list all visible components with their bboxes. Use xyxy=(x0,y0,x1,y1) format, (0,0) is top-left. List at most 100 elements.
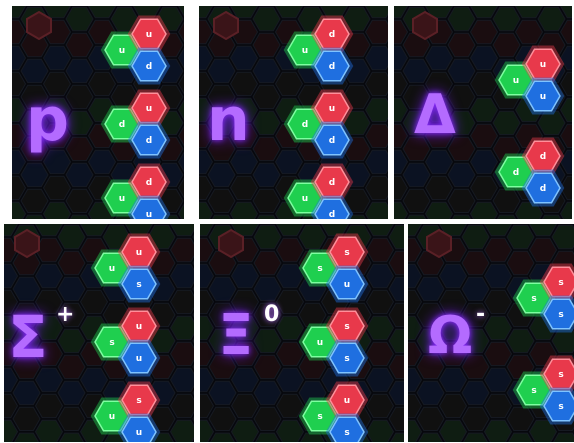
quark-hex-group: usu xyxy=(90,376,180,442)
grid-hex xyxy=(253,163,280,186)
quark-label: s xyxy=(558,310,563,320)
quark-label: u xyxy=(109,412,115,422)
hexagon-badge-icon xyxy=(424,228,454,258)
quark-hex-red: u xyxy=(524,48,562,81)
grid-hex xyxy=(232,420,259,442)
charge-superscript: 0 xyxy=(264,304,279,326)
quark-hex-blue: s xyxy=(120,268,158,301)
quark-hex-blue: u xyxy=(120,416,158,443)
quark-hex-blue: u xyxy=(120,342,158,375)
grid-hex xyxy=(209,433,236,442)
grid-hex xyxy=(440,420,467,442)
quark-hex-group: udd xyxy=(283,10,373,90)
quark-hex-red: s xyxy=(120,384,158,417)
grid-hex xyxy=(253,215,280,219)
grid-hex xyxy=(426,150,453,173)
grid-hex xyxy=(440,394,467,417)
grid-hex xyxy=(485,342,512,365)
grid-hex xyxy=(426,176,453,199)
panel-sigma-plus: Σ + uus suu usu xyxy=(4,224,194,442)
grid-hex xyxy=(208,59,235,82)
grid-hex xyxy=(538,7,565,30)
quark-hex-group: udd xyxy=(283,158,373,219)
quark-hex-blue: s xyxy=(542,390,574,423)
quark-label: d xyxy=(119,120,125,130)
quark-label: d xyxy=(146,178,152,188)
grid-hex xyxy=(66,215,93,219)
quark-hex-red: s xyxy=(328,310,366,343)
quark-label: d xyxy=(540,184,546,194)
quark-label: u xyxy=(136,354,142,364)
grid-hex xyxy=(66,85,93,108)
particle-symbol: p xyxy=(26,90,69,150)
quark-hex-group: uus xyxy=(90,228,180,308)
quark-hex-red: u xyxy=(120,310,158,343)
grid-hex xyxy=(426,46,453,69)
quark-label: s xyxy=(109,338,114,348)
quark-label: u xyxy=(344,280,350,290)
grid-hex xyxy=(66,163,93,186)
grid-hex xyxy=(448,163,475,186)
grid-hex xyxy=(253,189,280,212)
quark-label: s xyxy=(136,396,141,406)
quark-hex-group: sss xyxy=(512,350,574,430)
quark-label: s xyxy=(531,386,536,396)
quark-label: u xyxy=(540,92,546,102)
quark-hex-red: s xyxy=(542,266,574,299)
quark-hex-blue: u xyxy=(328,268,366,301)
grid-hex xyxy=(208,215,235,219)
grid-hex xyxy=(208,189,235,212)
quark-cluster[interactable]: s u u xyxy=(90,302,180,382)
grid-hex xyxy=(13,381,40,404)
quark-hex-blue: d xyxy=(130,50,168,83)
grid-hex xyxy=(58,355,85,378)
grid-hex xyxy=(208,163,235,186)
grid-hex xyxy=(403,59,430,82)
grid-hex xyxy=(462,381,489,404)
grid-hex xyxy=(485,290,512,313)
grid-hex xyxy=(66,7,93,30)
grid-hex xyxy=(36,368,63,391)
quark-hex-red: d xyxy=(524,140,562,173)
quark-hex-blue: s xyxy=(542,298,574,331)
quark-hex-red: u xyxy=(130,18,168,51)
particle-symbol: n xyxy=(207,90,250,150)
grid-hex xyxy=(448,33,475,56)
grid-hex xyxy=(462,277,489,300)
quark-label: u xyxy=(136,322,142,332)
grid-hex xyxy=(44,176,71,199)
quark-label: s xyxy=(531,294,536,304)
grid-hex xyxy=(13,407,40,430)
quark-label: d xyxy=(329,210,335,219)
grid-hex xyxy=(448,7,475,30)
grid-hex xyxy=(417,407,444,430)
quark-label: u xyxy=(317,338,323,348)
quark-hex-blue: u xyxy=(524,80,562,113)
grid-hex xyxy=(538,215,565,219)
grid-hex xyxy=(485,394,512,417)
grid-hex xyxy=(58,407,85,430)
particle-symbol: Ξ xyxy=(218,308,253,364)
quark-label: u xyxy=(344,396,350,406)
grid-hex xyxy=(44,202,71,219)
grid-hex xyxy=(232,368,259,391)
quark-hex-red: u xyxy=(120,236,158,269)
grid-hex xyxy=(403,189,430,212)
grid-hex xyxy=(232,264,259,287)
